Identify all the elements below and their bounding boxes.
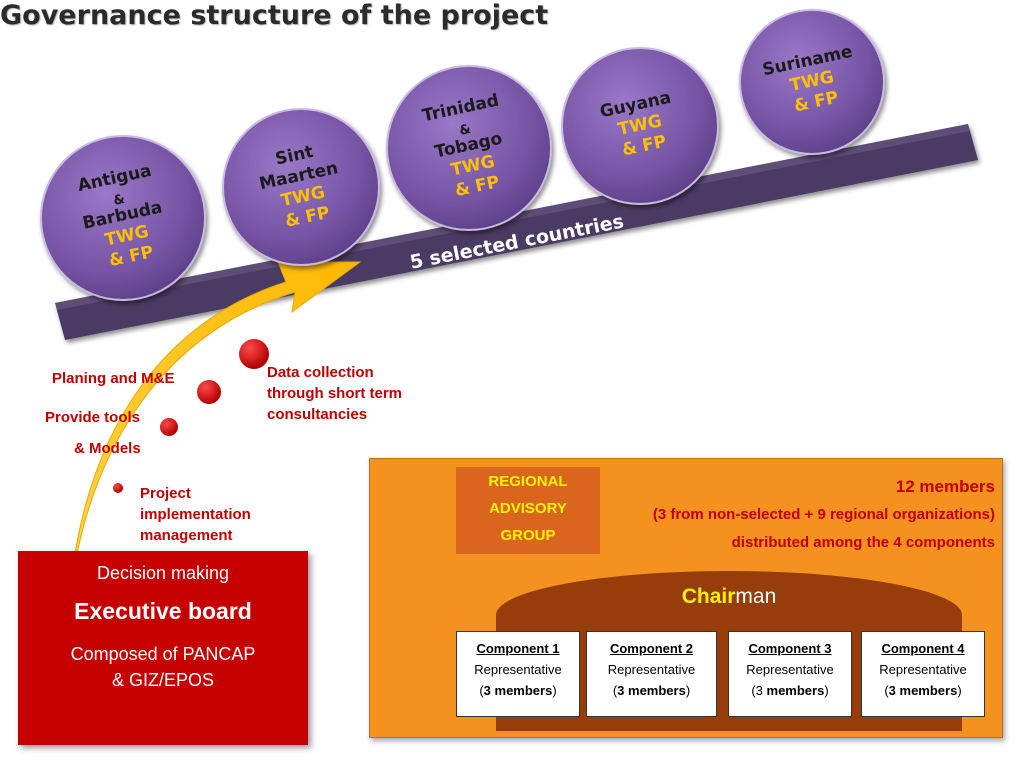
progress-arrow [69,261,362,596]
executive-board-title: Executive board [74,598,252,624]
component-role: Representative [474,662,562,677]
country-circle-shape [386,65,552,231]
chairman-label: Chairman [496,585,962,609]
country-circle-shape [739,9,885,155]
step-tools-line1: Provide tools [45,409,141,426]
component-role: Representative [607,662,696,677]
step-project-mgmt-line1: Project [140,485,191,502]
country-name-line: & [458,122,472,139]
country-circle-shape [561,47,719,205]
executive-board-composition: Composed of PANCAP & GIZ/EPOS [18,641,308,693]
component-members-word: members [899,683,958,698]
rag-label-line2: ADVISORY [489,500,567,517]
composition-line1: Composed of PANCAP [70,644,256,664]
country-circle-shape [222,108,380,266]
country-circle-shape [40,135,206,301]
executive-board-box: Decision making Executive board Composed… [18,551,308,745]
chair-bold: Chair [681,585,736,608]
component-2-box: Component 2 Representative (3 members) [586,631,717,717]
step-dot-data-collection [239,339,269,369]
step-planning: Planing and M&E [52,370,175,387]
step-data-collection-line1: Data collection [267,364,374,381]
component-name: Component 1 [476,641,560,656]
members-distribution: distributed among the 4 components [731,534,995,551]
component-name: Component 4 [881,641,965,656]
composition-line2: & GIZ/EPOS [111,670,215,690]
rag-label-line3: GROUP [500,527,556,544]
members-detail: (3 from non-selected + 9 regional organi… [652,506,995,523]
decision-making-label: Decision making [96,563,230,583]
component-name: Component 2 [609,641,694,656]
rag-info: 12 members (3 from non-selected + 9 regi… [653,473,995,557]
rag-label-line1: REGIONAL [488,473,568,490]
component-count: 3 [617,683,625,698]
component-count: 3 [483,683,491,698]
component-name: Component 3 [748,641,832,656]
component-1-box: Component 1 Representative (3 members) [456,631,580,717]
component-count: 3 [755,683,763,698]
step-dot-project-mgmt [113,483,123,493]
regional-advisory-group-box: REGIONAL ADVISORY GROUP 12 members (3 fr… [369,458,1003,738]
regional-advisory-group-label: REGIONAL ADVISORY GROUP [456,467,600,554]
component-count: 3 [888,683,896,698]
step-dot-planning [197,380,221,404]
step-project-mgmt-line3: management [140,527,233,544]
component-role: Representative [746,662,834,677]
component-members: (3 members) [612,683,691,698]
step-data-collection-line2: through short term [267,385,402,402]
step-data-collection: Data collection through short term consu… [267,362,402,425]
component-members-word: members [628,683,686,698]
component-members: (3 members) [751,683,829,698]
step-dot-tools [160,418,178,436]
component-3-box: Component 3 Representative (3 members) [728,631,852,717]
step-project-mgmt-line2: implementation [140,506,251,523]
component-members-word: members [766,683,825,698]
component-role: Representative [879,662,967,677]
country-name-line: & [112,192,126,209]
component-members: (3 members) [884,683,962,698]
step-tools-line2: & Models [74,440,141,457]
component-members-word: members [494,683,553,698]
step-data-collection-line3: consultancies [267,406,368,423]
chair-rest: man [735,585,777,608]
step-project-mgmt: Project implementation management [140,483,251,546]
component-4-box: Component 4 Representative (3 members) [861,631,985,717]
component-members: (3 members) [479,683,557,698]
page-title: Governance structure of the project [0,0,549,31]
members-count: 12 members [895,477,995,496]
